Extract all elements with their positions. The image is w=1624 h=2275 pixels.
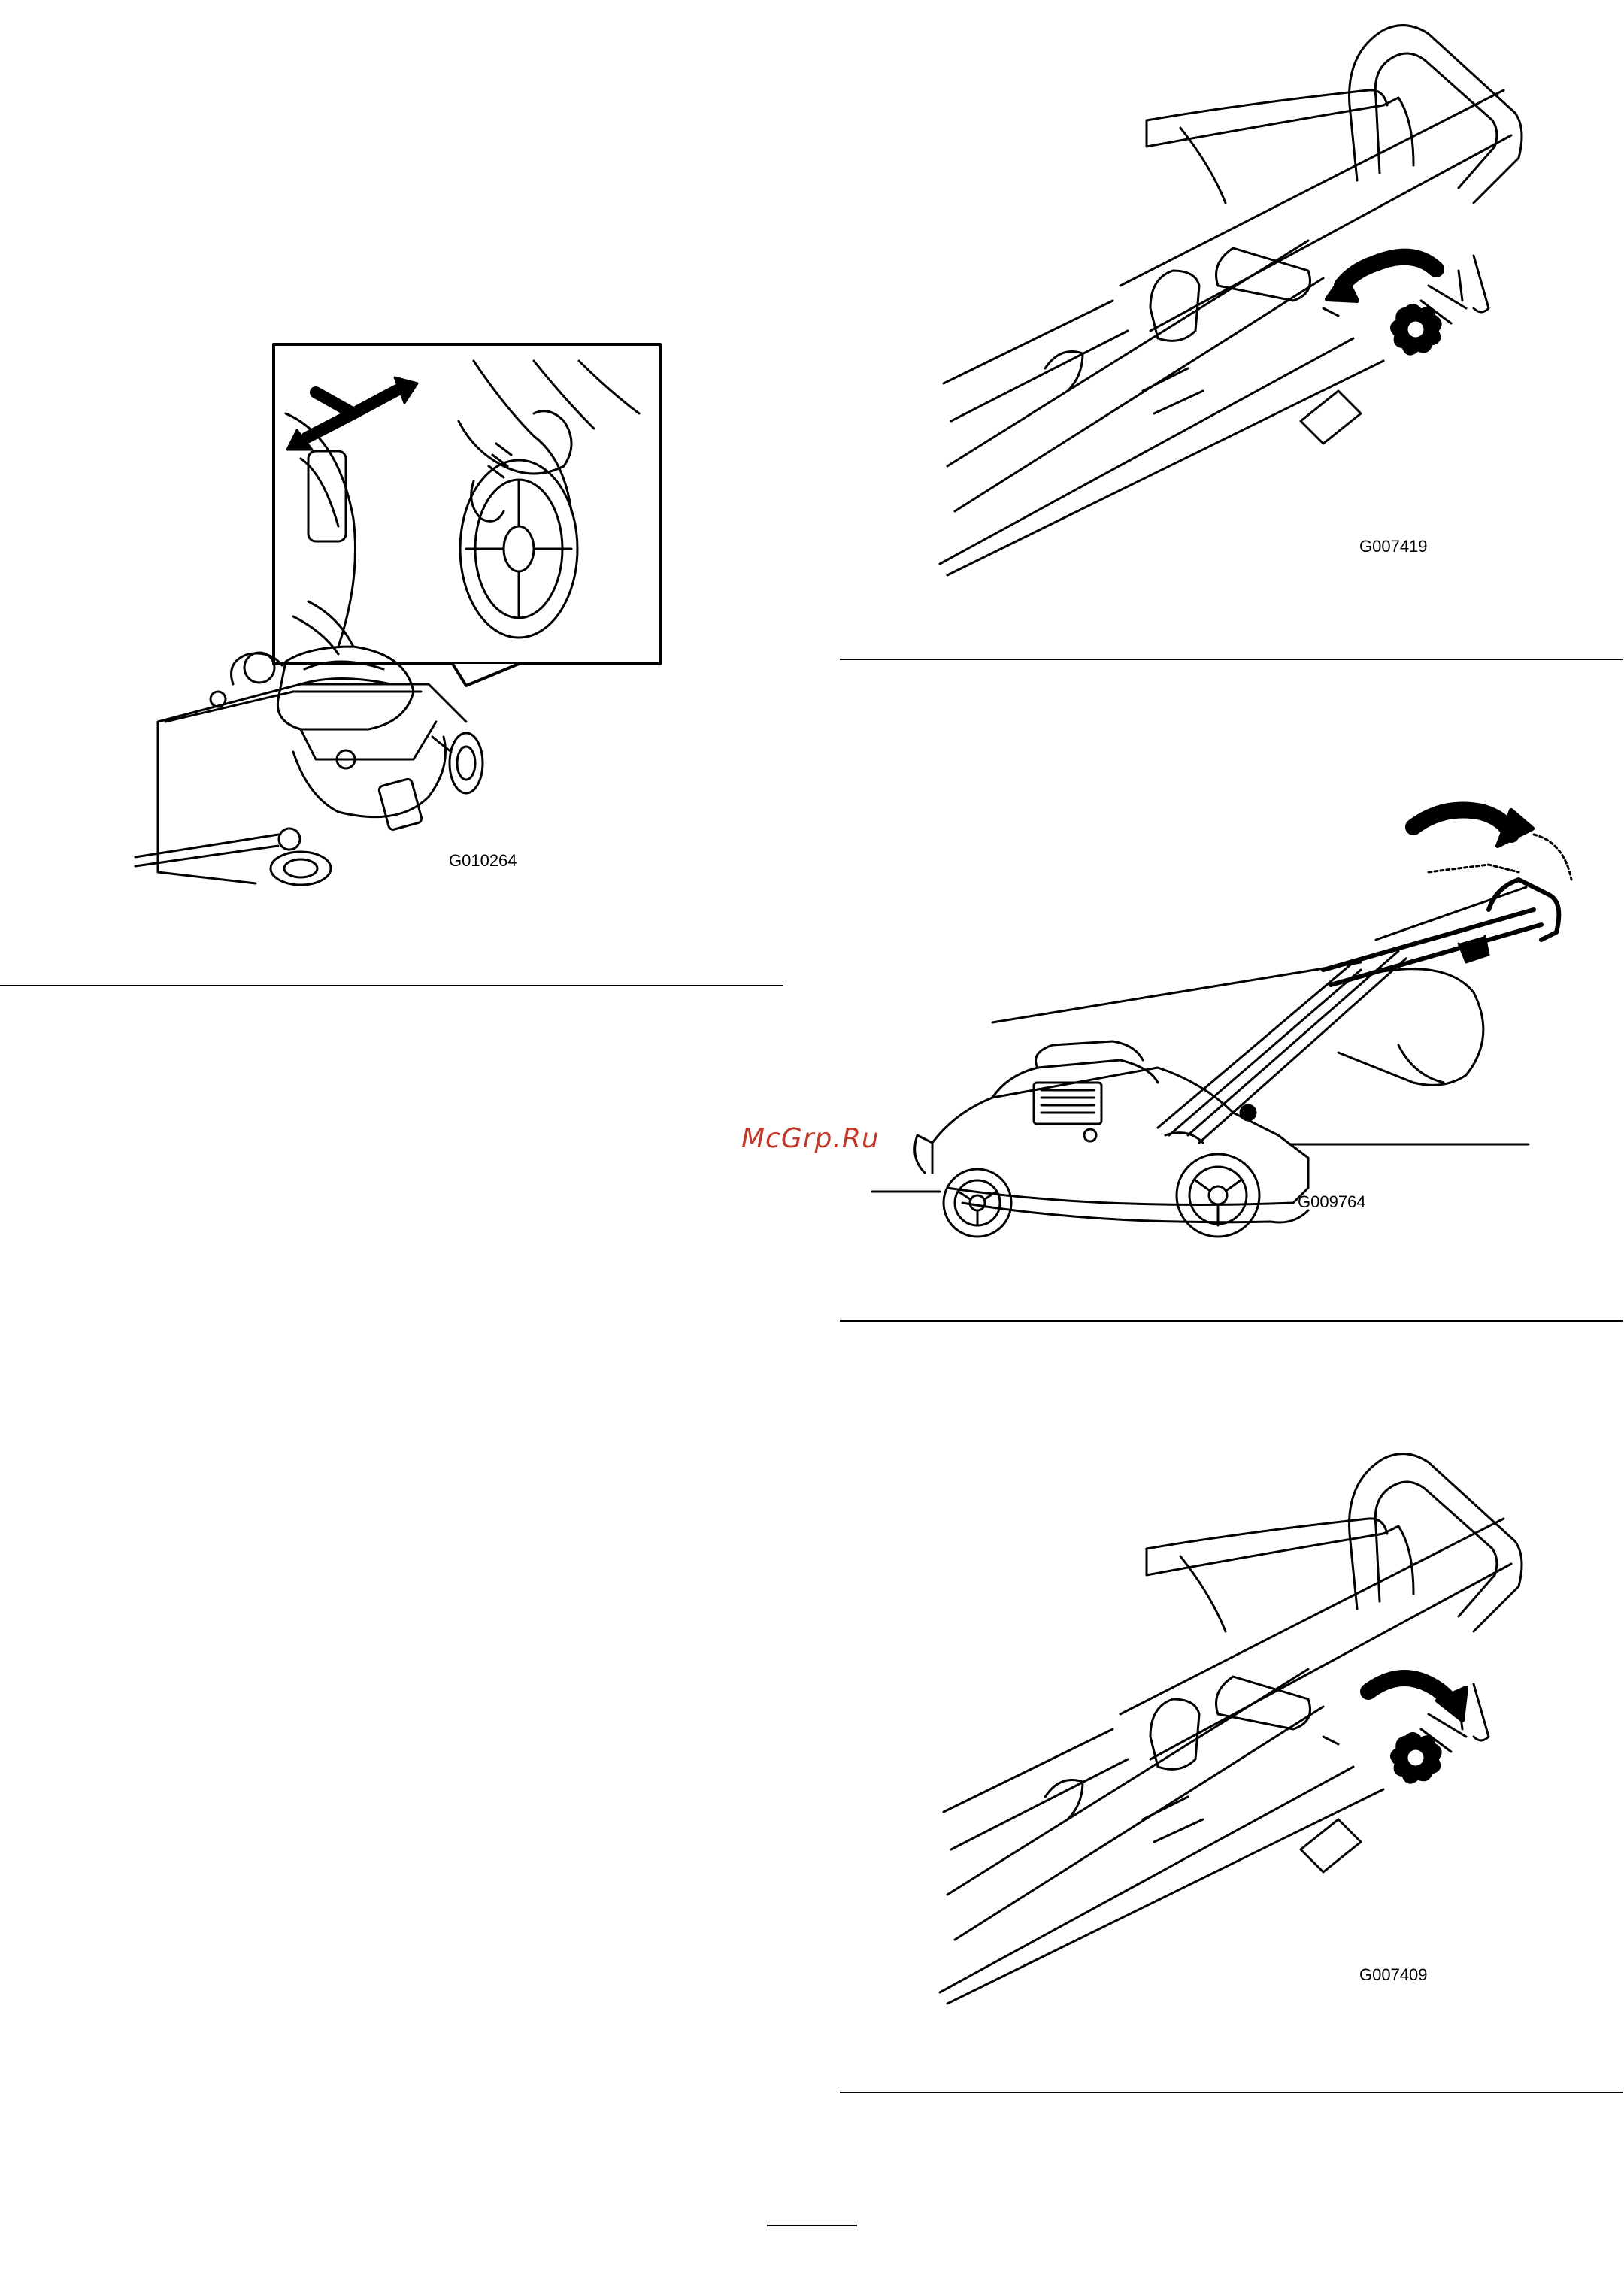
fuel-cap [244, 653, 274, 683]
lower-bracket [1150, 271, 1199, 341]
figure-handle-knob-loosen: G007419 [932, 15, 1534, 571]
handle-knob-tighten-drawing [932, 1443, 1534, 2000]
separator-right-column-3 [840, 2092, 1623, 2093]
figure-id-label: G007409 [1359, 1965, 1428, 1985]
figure-id-label: G007419 [1359, 537, 1428, 556]
figure-front-wheel-height: G010264 [113, 331, 684, 902]
grass-bag [1338, 969, 1483, 1086]
mower-handle-fold-drawing [872, 782, 1624, 1263]
engine-shroud [277, 647, 414, 729]
down-arrow-shaft [307, 413, 353, 438]
upper-tube [1120, 90, 1511, 331]
clamp [1216, 1677, 1310, 1729]
watermark-text: McGrp.Ru [741, 1123, 880, 1154]
separator-left-column [0, 985, 783, 986]
figure-handle-knob-tighten: G007409 [932, 1443, 1534, 2000]
callout-pointer [453, 664, 519, 686]
cable-clip [1301, 391, 1361, 444]
separator-right-column-1 [840, 659, 1623, 660]
lower-bracket [1150, 1699, 1199, 1769]
page-footer-rule [767, 2225, 857, 2226]
clamp [1216, 248, 1310, 301]
fold-arrow-shaft [1413, 810, 1511, 835]
figure-id-label: G010264 [449, 851, 517, 871]
figure-id-label: G009764 [1298, 1192, 1366, 1212]
mower-front-wheel-drawing [113, 331, 684, 902]
upper-tube [1120, 1519, 1511, 1759]
cable-clip [1301, 1819, 1361, 1872]
separator-right-column-2 [840, 1320, 1623, 1322]
wheel-hub [504, 526, 534, 571]
front-wheel-right [450, 733, 483, 793]
figure-handle-fold: G009764 [872, 782, 1624, 1263]
front-wheel-left [271, 852, 331, 885]
handle-knob-loosen-drawing [932, 15, 1534, 571]
handle-knob [1241, 1105, 1256, 1120]
loosen-arrow-shaft [1342, 257, 1436, 286]
